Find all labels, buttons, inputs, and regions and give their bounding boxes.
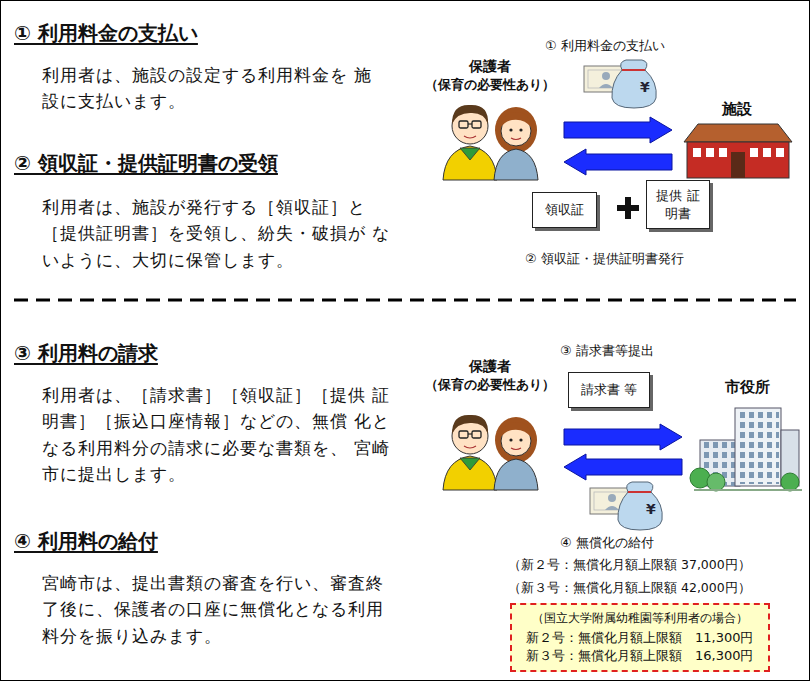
node-text: （保育の必要性あり）: [420, 376, 560, 394]
limit-note: （新３号：無償化月額上限額 42,000円）: [508, 580, 751, 597]
node-text: （保育の必要性あり）: [420, 76, 560, 94]
step-heading: ④ 利用料の給付: [14, 528, 158, 555]
label-text: ② 領収証・提供証明書の受領: [14, 150, 278, 177]
label-text: 利用者は、施設の設定する利用料金を 施設に支払います。: [42, 62, 387, 115]
label-text: 宮崎市は、提出書類の審査を行い、審査終 了後に、保護者の口座に無償化となる利用 …: [42, 570, 397, 649]
node-text: 請求書 等: [581, 381, 637, 399]
parents-figure: [443, 105, 538, 180]
note-box: （国立大学附属幼稚園等利用者の場合） 新２号：無償化月額上限額 11,300円新３…: [510, 603, 770, 672]
label-text: ④ 無償化の給付: [560, 534, 654, 552]
step-text: 利用者は、［請求書］［領収証］［提供 証明書］［振込口座情報］などの、無償 化と…: [42, 382, 392, 487]
label-text: ③ 利用料の請求: [14, 340, 158, 367]
money-icon: [590, 482, 662, 530]
flow-arrow: [564, 454, 682, 480]
node-text: 提供 証明書: [653, 187, 703, 222]
node-text: 新２号：無償化月額上限額 11,300円: [526, 629, 754, 647]
parents-group: 保護者（保育の必要性あり）: [420, 58, 560, 180]
label-text: 利用者は、施設が発行する［領収証］と ［提供証明書］を受領し、紛失・破損が ない…: [42, 194, 392, 273]
step-heading: ① 利用料金の支払い: [14, 20, 198, 47]
node-text: 保護者: [420, 58, 560, 76]
label-text: （新３号：無償化月額上限額 42,000円）: [508, 580, 751, 597]
node-text: 領収証: [545, 201, 584, 219]
step-heading: ② 領収証・提供証明書の受領: [14, 150, 278, 177]
node-text: 施設: [676, 100, 798, 119]
node-text: （国立大学附属幼稚園等利用者の場合）: [526, 610, 754, 627]
flow-caption: ④ 無償化の給付: [560, 534, 654, 552]
step-text: 利用者は、施設が発行する［領収証］と ［提供証明書］を受領し、紛失・破損が ない…: [42, 194, 392, 273]
node-text: 保護者: [420, 358, 560, 376]
yen-mark: ¥: [640, 79, 650, 95]
flow-caption: ③ 請求書等提出: [560, 342, 654, 360]
city-hall-building: [690, 408, 802, 491]
flow-arrow: [564, 424, 682, 450]
step-text: 利用者は、施設の設定する利用料金を 施設に支払います。: [42, 62, 387, 115]
label-text: ③ 請求書等提出: [560, 342, 654, 360]
document-box: 提供 証明書: [646, 180, 710, 229]
flow-caption: ① 利用料金の支払い: [545, 37, 665, 55]
money-icon: [584, 60, 656, 108]
flow-caption: ② 領収証・提供証明書発行: [525, 250, 684, 268]
parents-figure: [443, 415, 538, 490]
flow-arrow: [564, 117, 672, 143]
node-text: 市役所: [686, 378, 808, 397]
step-heading: ③ 利用料の請求: [14, 340, 158, 367]
flow-arrow: [564, 149, 672, 175]
facility-building: [684, 124, 792, 178]
label-text: ④ 利用料の給付: [14, 528, 158, 555]
document-box: 請求書 等: [568, 372, 650, 408]
section-divider: [14, 299, 796, 302]
label-text: 利用者は、［請求書］［領収証］［提供 証明書］［振込口座情報］などの、無償 化と…: [42, 382, 392, 487]
yen-mark: ¥: [646, 501, 656, 517]
document-box: 領収証: [532, 192, 597, 228]
step-text: 宮崎市は、提出書類の審査を行い、審査終 了後に、保護者の口座に無償化となる利用 …: [42, 570, 397, 649]
label-text: ① 利用料金の支払い: [545, 37, 665, 55]
label-text: ¥: [640, 79, 650, 95]
parents-group: 保護者（保育の必要性あり）: [420, 358, 560, 490]
plus-sign: [617, 197, 639, 219]
facility-node: 施設: [676, 100, 798, 180]
label-text: ¥: [646, 501, 656, 517]
label-text: （新２号：無償化月額上限額 37,000円）: [508, 557, 751, 574]
limit-note: （新２号：無償化月額上限額 37,000円）: [508, 557, 751, 574]
label-text: ② 領収証・提供証明書発行: [525, 250, 684, 268]
label-text: ① 利用料金の支払い: [14, 20, 198, 47]
city-hall-node: 市役所: [686, 378, 808, 492]
node-text: 新３号：無償化月額上限額 16,300円: [526, 647, 754, 665]
